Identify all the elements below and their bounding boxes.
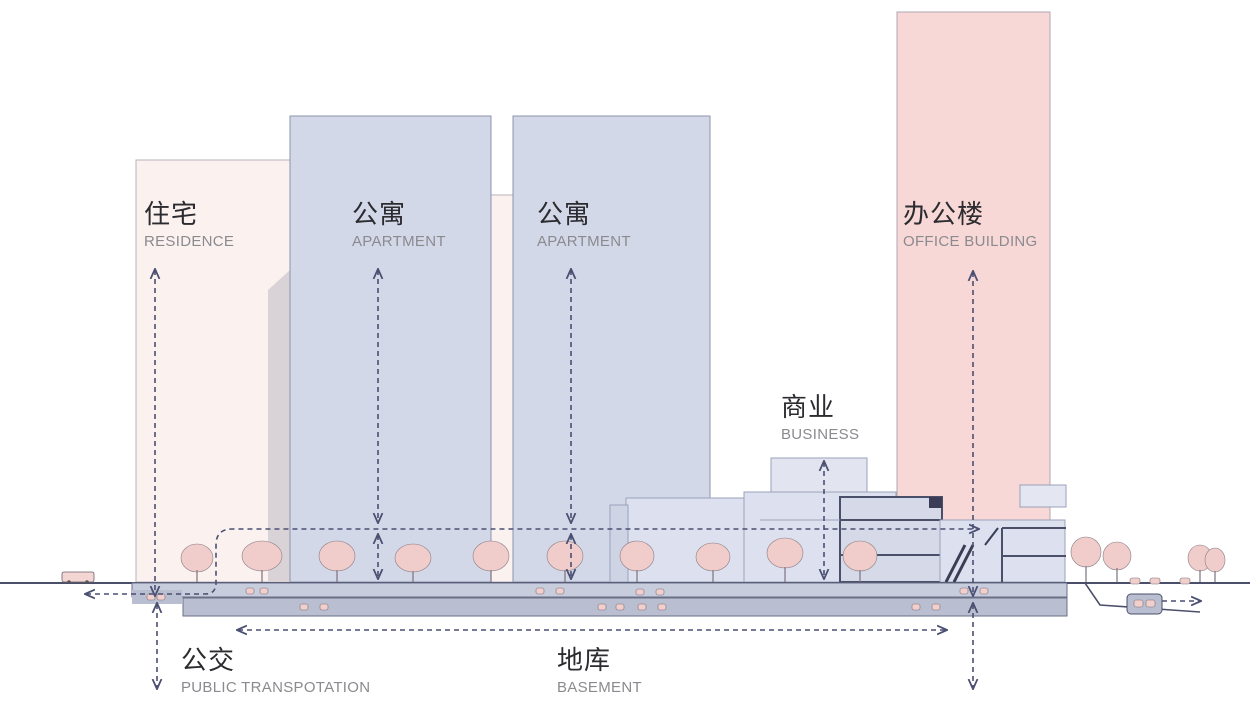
office-label-en: OFFICE BUILDING — [903, 233, 1038, 250]
underground-tunnel — [1126, 593, 1163, 615]
apartment-2-label: 公寓 APARTMENT — [537, 202, 631, 249]
basement-label-en: BASEMENT — [557, 679, 642, 696]
business-label: 商业 BUSINESS — [781, 395, 859, 442]
public-transport-label-en: PUBLIC TRANSPOTATION — [181, 679, 371, 696]
residence-label-cn: 住宅 — [144, 200, 199, 230]
bus-icon — [61, 571, 95, 584]
office-label: 办公楼 OFFICE BUILDING — [903, 202, 1038, 249]
ground-loop-arrow — [86, 529, 978, 594]
circulation-arrows — [86, 270, 1200, 688]
apartment-2-label-en: APARTMENT — [537, 233, 631, 250]
basement-label-cn: 地库 — [557, 646, 612, 676]
apartment-block-1 — [289, 115, 492, 583]
apartment-2-label-cn: 公寓 — [537, 200, 592, 230]
ground-slab — [131, 582, 1068, 598]
business-label-en: BUSINESS — [781, 426, 860, 443]
apartment-1-label-en: APARTMENT — [352, 233, 446, 250]
residence-label-en: RESIDENCE — [144, 233, 235, 250]
public-transport-label-cn: 公交 — [181, 646, 236, 676]
residence-shadow — [268, 270, 290, 582]
residence-block — [135, 159, 293, 583]
apartment-1-label: 公寓 APARTMENT — [352, 202, 446, 249]
public-transport-label: 公交 PUBLIC TRANSPOTATION — [181, 648, 370, 695]
apartment-1-label-cn: 公寓 — [352, 200, 407, 230]
basement-label: 地库 BASEMENT — [557, 648, 642, 695]
residence-label: 住宅 RESIDENCE — [144, 202, 234, 249]
business-label-cn: 商业 — [781, 393, 836, 423]
office-label-cn: 办公楼 — [903, 200, 985, 230]
residence-block-rear — [489, 194, 515, 583]
